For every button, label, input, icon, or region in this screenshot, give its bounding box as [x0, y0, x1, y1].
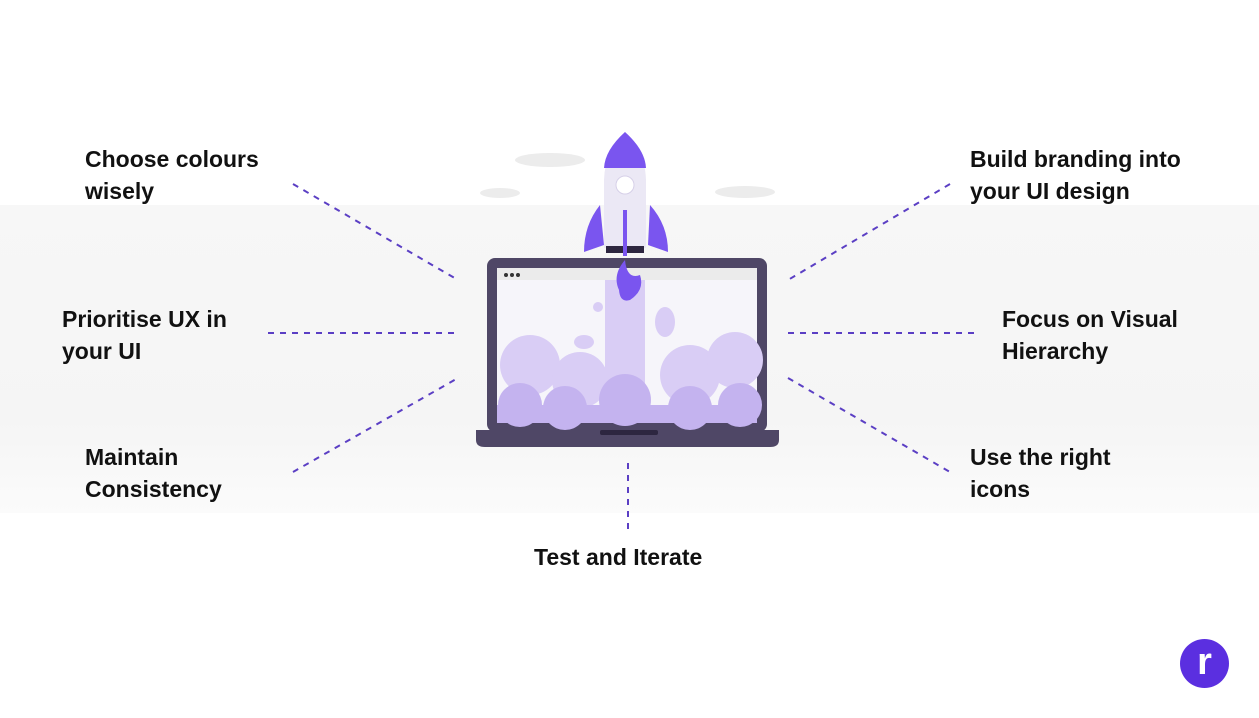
connector-line — [787, 183, 951, 281]
clouds — [480, 153, 775, 198]
label-visual-hierarchy: Focus on Visual Hierarchy — [1002, 306, 1178, 364]
rocket-icon — [584, 132, 668, 301]
label-prioritise-ux: Prioritise UX in your UI — [62, 306, 227, 364]
label-choose-colours: Choose colours wisely — [85, 146, 259, 204]
label-maintain-consistency: Maintain Consistency — [85, 444, 222, 502]
label-test-iterate: Test and Iterate — [534, 544, 703, 570]
brand-logo: r — [1180, 639, 1229, 688]
label-build-branding: Build branding into your UI design — [970, 146, 1181, 204]
label-right-icons: Use the right icons — [970, 444, 1111, 502]
connector-line — [292, 377, 459, 473]
connector-line — [787, 377, 951, 473]
connector-line — [292, 183, 459, 281]
